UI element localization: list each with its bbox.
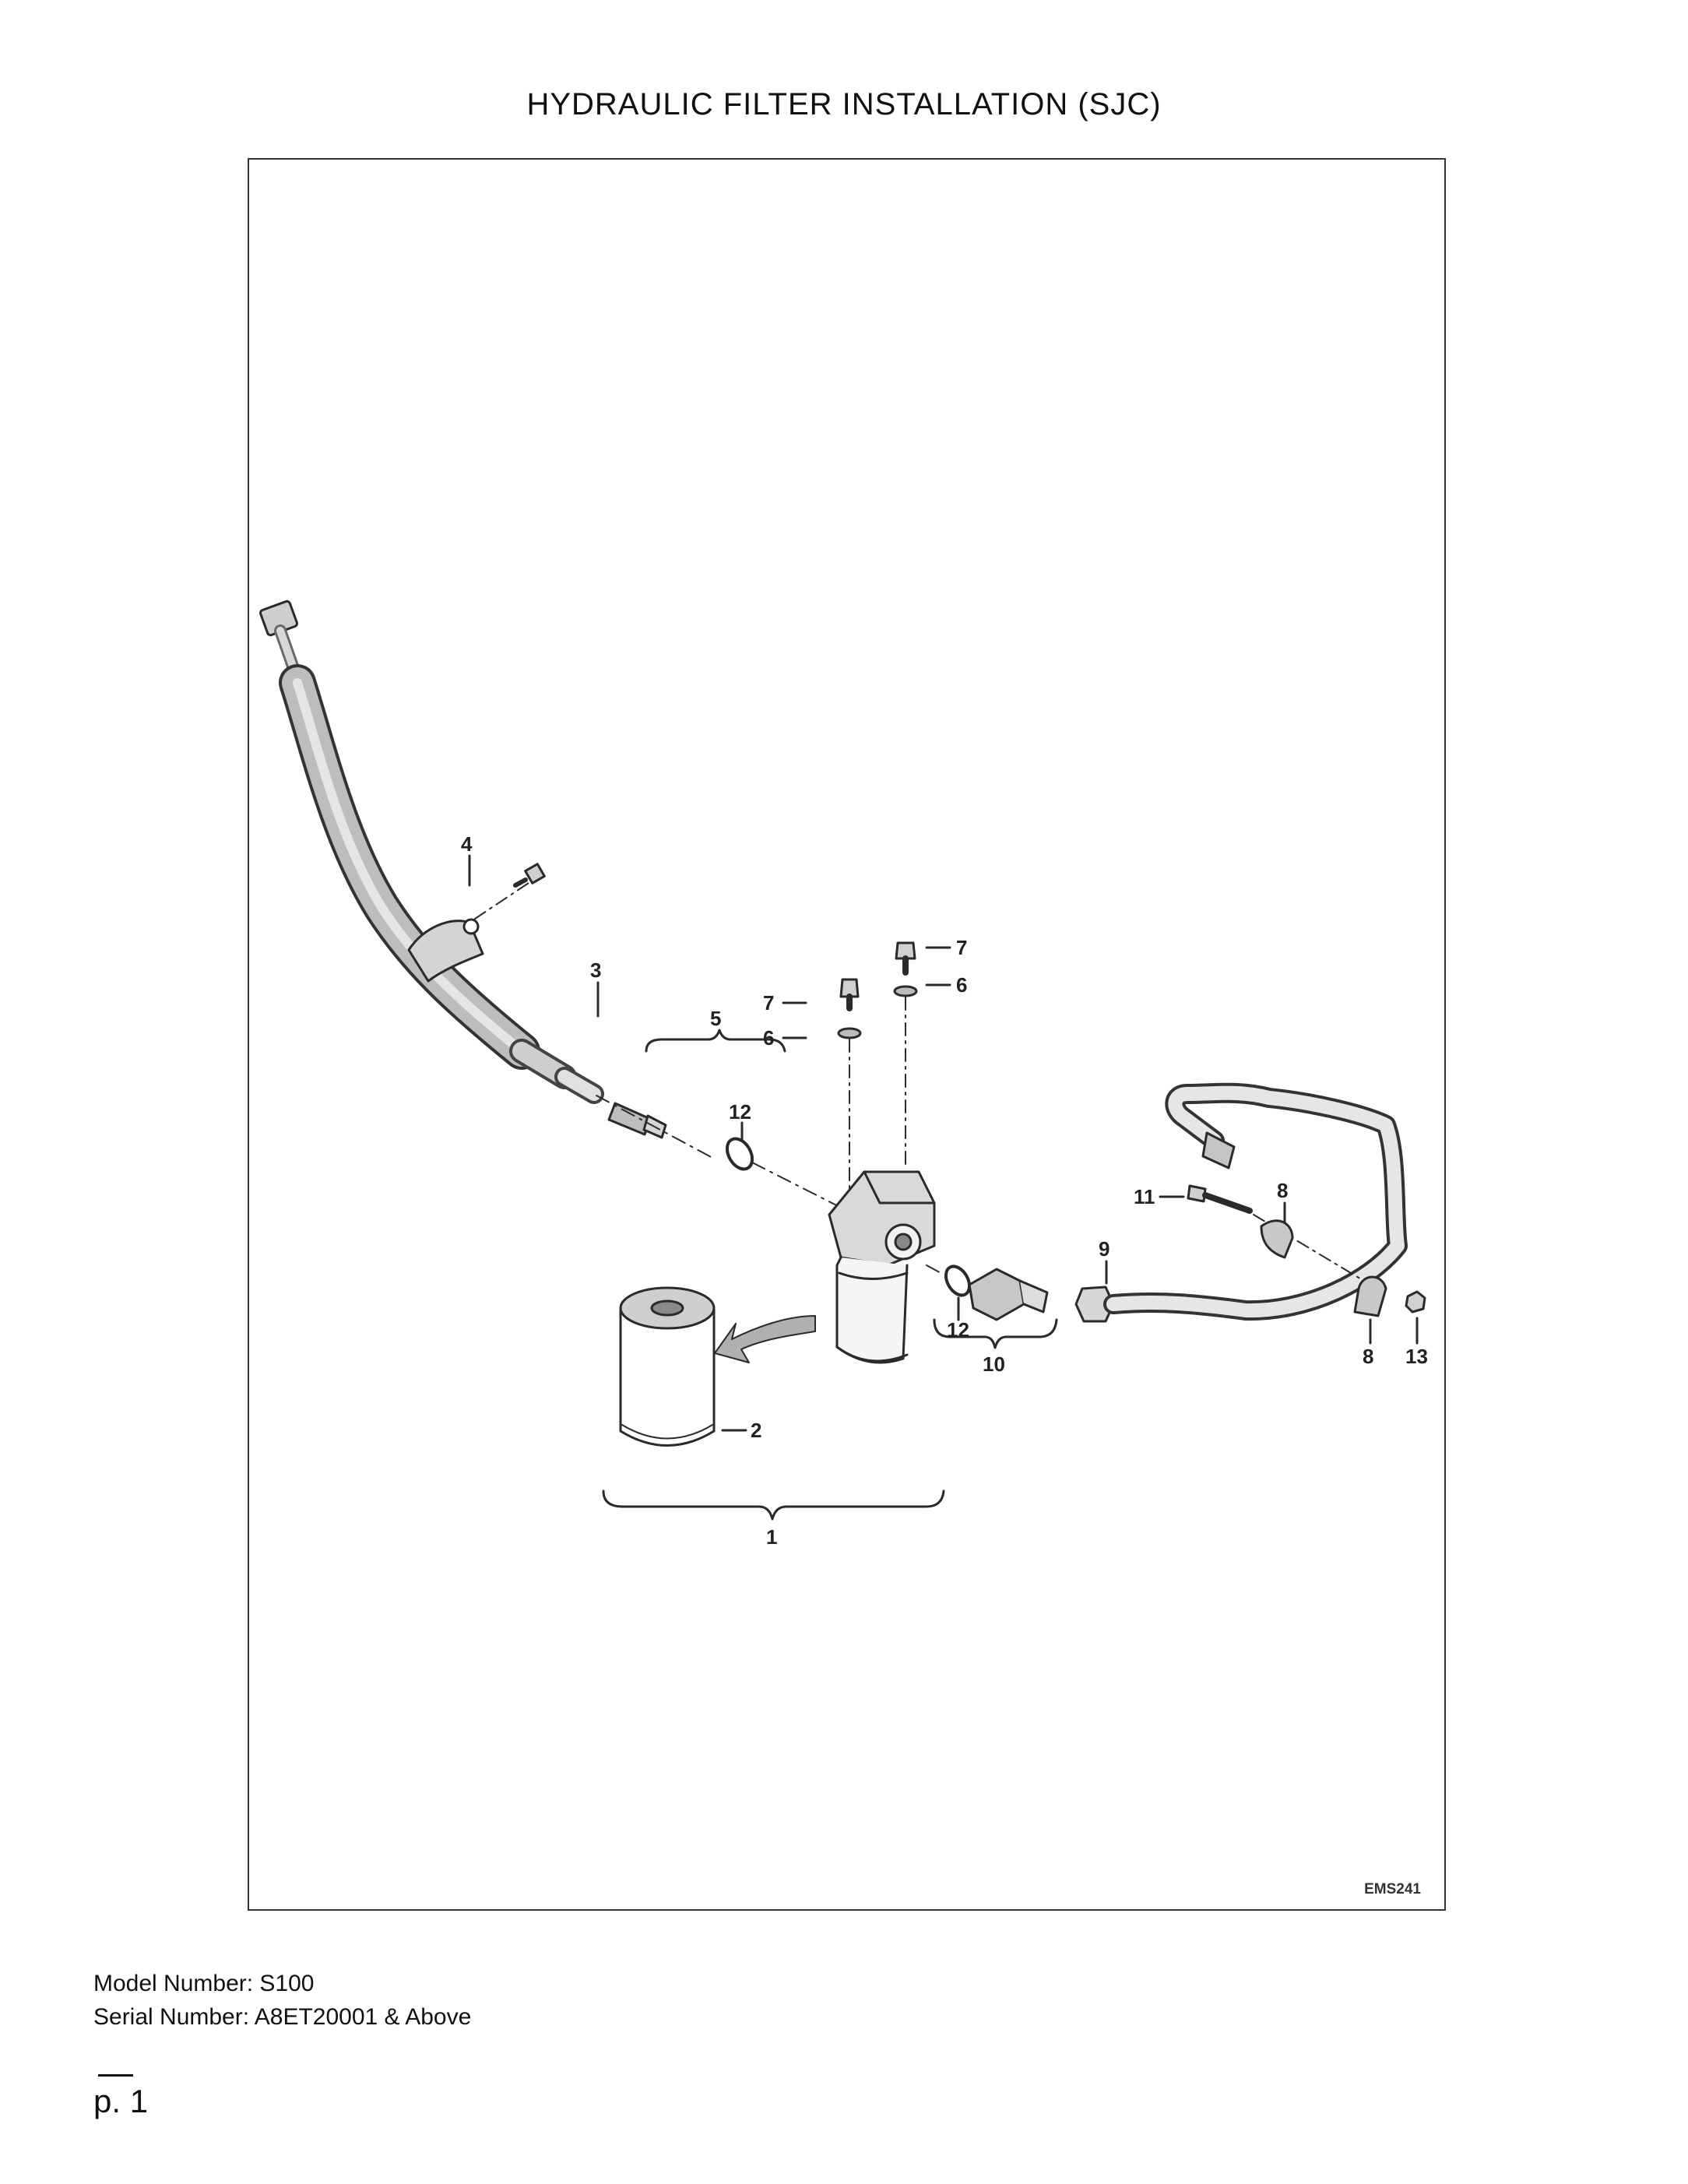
drawing-code: EMS241 (1364, 1881, 1421, 1897)
clamp-part-4 (407, 863, 546, 983)
removal-arrow (714, 1315, 816, 1363)
page-number: p. 1 (93, 2083, 149, 2119)
filter-element-part-2 (619, 1286, 716, 1447)
callout-8-upper: 8 (1277, 1179, 1288, 1202)
bolt-washer-stack-left (837, 978, 862, 1202)
exploded-parts-diagram: 4 3 5 12 7 6 7 6 11 8 9 12 10 8 13 2 1 (259, 600, 1428, 1549)
hose-part-3 (259, 600, 604, 1104)
callout-1: 1 (766, 1525, 777, 1549)
callout-4: 4 (461, 832, 473, 856)
callout-12-left: 12 (729, 1100, 751, 1124)
callout-7-right: 7 (956, 936, 967, 959)
tube-clamp-assembly (1187, 1184, 1426, 1317)
callout-13: 13 (1405, 1345, 1428, 1368)
callout-3: 3 (590, 958, 601, 982)
tube-part-9 (1074, 1082, 1408, 1323)
callout-5: 5 (710, 1007, 721, 1030)
o-ring-right (944, 1264, 972, 1297)
callout-8-lower: 8 (1363, 1345, 1373, 1368)
fitting-part-5 (596, 1095, 713, 1159)
o-ring-left (725, 1137, 754, 1171)
callout-10: 10 (983, 1352, 1005, 1376)
callout-7-left: 7 (763, 991, 774, 1015)
elbow-fitting-part-10 (968, 1268, 1049, 1321)
callout-6-right: 6 (956, 973, 967, 997)
page-title: HYDRAULIC FILTER INSTALLATION (SJC) (526, 87, 1162, 121)
serial-number: Serial Number: A8ET20001 & Above (93, 2004, 472, 2030)
callout-12-right: 12 (947, 1318, 969, 1342)
callout-6-left: 6 (763, 1026, 774, 1050)
callout-braces (602, 1029, 1058, 1521)
callout-leaders (468, 854, 1419, 1432)
callout-9: 9 (1099, 1237, 1110, 1261)
bolt-washer-stack-right (893, 941, 918, 1165)
filter-housing (828, 1170, 936, 1364)
callout-11: 11 (1134, 1185, 1155, 1208)
page-rule (98, 2074, 133, 2077)
diagram-frame: 4 3 5 12 7 6 7 6 11 8 9 12 10 8 13 2 1 E… (248, 158, 1446, 1911)
model-number: Model Number: S100 (93, 1971, 315, 1996)
callout-2: 2 (751, 1419, 761, 1442)
